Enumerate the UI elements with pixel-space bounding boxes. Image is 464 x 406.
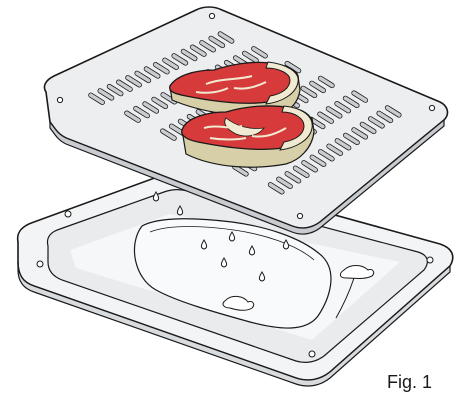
tray-corner-screw <box>427 257 433 263</box>
tray-corner-screw <box>37 261 43 267</box>
grill-corner-screw <box>57 97 62 102</box>
figure-caption: Fig. 1 <box>387 372 432 393</box>
steak-front <box>182 106 314 167</box>
grill-corner-screw <box>297 213 302 218</box>
tray-corner-screw <box>309 351 315 357</box>
grill-corner-screw <box>429 105 434 110</box>
tray-corner-screw <box>65 211 71 217</box>
grill-corner-screw <box>209 13 214 18</box>
